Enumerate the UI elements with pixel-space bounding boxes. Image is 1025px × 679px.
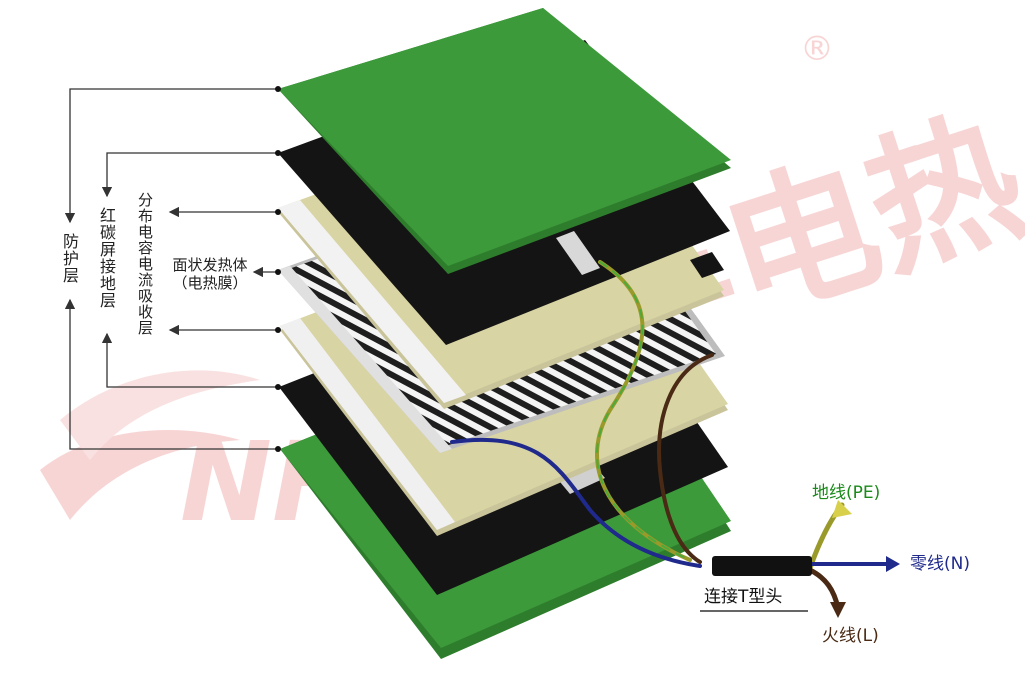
watermark-registered: ® [800,29,834,69]
label-carbon-ground-layer: 红碳屏接地层 [97,207,116,309]
label-heating-film-line2: （电热膜） [168,274,252,292]
label-heating-film-line1: 面状发热体 [168,256,252,274]
live-wire-label: 火线(L) [822,626,879,646]
label-heating-film: 面状发热体 （电热膜） [168,256,252,292]
leader-dots [275,86,281,452]
ground-wire-label: 地线(PE) [812,483,880,503]
neutral-wire-label: 零线(N) [910,554,970,574]
label-capacitive-absorption-layer: 分布电容电流吸收层 [136,192,154,336]
connector-label: 连接T型头 [704,587,782,607]
label-protective-layer: 防护层 [60,233,79,284]
